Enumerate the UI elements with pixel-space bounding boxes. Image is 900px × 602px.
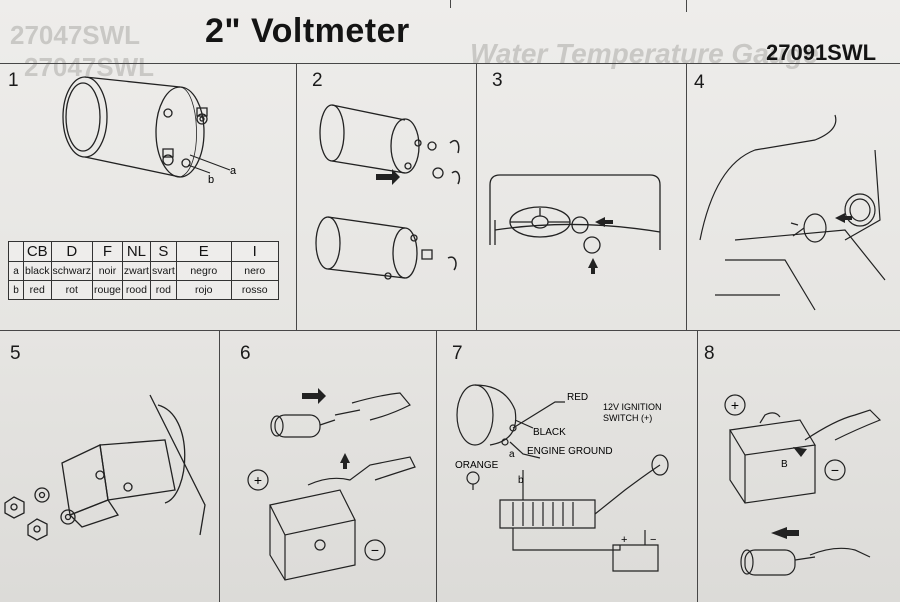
table-cell: negro xyxy=(175,261,232,281)
table-cell: rosso xyxy=(230,280,279,300)
color-table-header-row: CB D F NL S E I xyxy=(8,241,279,262)
step1-label-a: a xyxy=(230,165,237,177)
color-table-header: NL xyxy=(121,241,151,262)
grid-line-v4 xyxy=(219,330,220,602)
minus-icon: − xyxy=(831,462,839,478)
grid-line-v6 xyxy=(697,330,698,602)
step7-wiring-diagram: RED 12V IGNITION SWITCH (+) BLACK ENGINE… xyxy=(455,380,695,595)
color-table-header: CB xyxy=(23,241,52,262)
color-table-header: D xyxy=(50,241,94,262)
table-cell: zwart xyxy=(121,261,151,281)
color-table-header: I xyxy=(230,241,279,262)
fold-line-top-left xyxy=(450,0,451,8)
step5-bracket-illustration xyxy=(0,385,215,545)
label-orange: ORANGE xyxy=(455,460,499,471)
fold-line-top-right xyxy=(686,0,687,12)
table-cell: black xyxy=(23,261,52,281)
step6-battery-illustration: + − xyxy=(240,388,435,595)
table-cell: schwarz xyxy=(50,261,94,281)
step-number-3: 3 xyxy=(492,70,503,91)
color-table-row-a: a black schwarz noir zwart svart negro n… xyxy=(8,261,279,281)
grid-line-middle xyxy=(0,330,900,331)
label-engine-ground: ENGINE GROUND xyxy=(527,446,613,457)
grid-line-top xyxy=(0,63,900,64)
label-red: RED xyxy=(567,392,588,403)
row-key: b xyxy=(8,280,24,300)
table-cell: rot xyxy=(50,280,94,300)
step8-label-b: B xyxy=(781,459,788,470)
step1-label-b: b xyxy=(208,174,214,186)
table-cell: red xyxy=(23,280,52,300)
wire-color-table: CB D F NL S E I a black schwarz noir zwa… xyxy=(8,241,279,300)
step2-gauge-hardware-illustration xyxy=(310,98,480,288)
row-key: a xyxy=(8,261,24,281)
table-cell: rojo xyxy=(175,280,232,300)
product-code: 27091SWL xyxy=(766,40,877,65)
table-cell: nero xyxy=(230,261,279,281)
minus-icon: − xyxy=(371,542,379,558)
plus-icon: + xyxy=(731,397,739,413)
step8-battery-disconnect-illustration: + − B xyxy=(705,385,895,595)
label-a: a xyxy=(509,449,515,460)
color-table-header: S xyxy=(149,241,177,262)
battery-minus-symbol: − xyxy=(650,534,656,546)
step3-dashboard-illustration xyxy=(485,170,675,274)
step-number-7: 7 xyxy=(452,343,463,364)
table-cell: rouge xyxy=(92,280,123,300)
table-cell: noir xyxy=(92,261,123,281)
plus-icon: + xyxy=(254,472,262,488)
page-title: 2" Voltmeter xyxy=(205,12,410,50)
table-cell: rood xyxy=(121,280,151,300)
color-table-row-b: b red rot rouge rood rod rojo rosso xyxy=(8,280,279,300)
grid-line-v3 xyxy=(686,63,687,330)
color-table-corner xyxy=(8,241,24,262)
step-number-6: 6 xyxy=(240,343,251,364)
step-number-8: 8 xyxy=(704,343,715,364)
step-number-4: 4 xyxy=(694,72,705,93)
table-cell: rod xyxy=(149,280,177,300)
bleed-code-a: 27047SWL xyxy=(10,20,141,50)
color-table-header: E xyxy=(175,241,232,262)
color-table-header: F xyxy=(92,241,123,262)
label-ignition-line2: SWITCH (+) xyxy=(603,413,652,423)
step-number-2: 2 xyxy=(312,70,323,91)
grid-line-v1 xyxy=(296,63,297,330)
label-black: BLACK xyxy=(533,427,566,438)
label-ignition-line1: 12V IGNITION xyxy=(603,402,662,412)
table-cell: svart xyxy=(149,261,177,281)
step-number-5: 5 xyxy=(10,343,21,364)
grid-line-v5 xyxy=(436,330,437,602)
step-number-1: 1 xyxy=(8,70,19,91)
battery-plus-symbol: + xyxy=(621,534,627,546)
step1-gauge-illustration: a b xyxy=(50,75,237,186)
label-b: b xyxy=(518,475,524,486)
grid-line-v2 xyxy=(476,63,477,330)
step4-install-illustration xyxy=(695,110,895,325)
